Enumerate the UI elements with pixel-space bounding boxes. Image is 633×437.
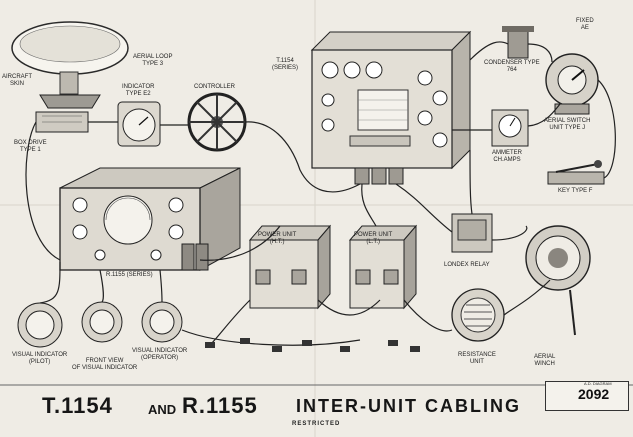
- label-t1154: T.1154(SERIES): [272, 58, 299, 71]
- plugs: [205, 338, 420, 352]
- title-r1155: R.1155: [182, 393, 258, 418]
- visual-indicator-operator: [141, 301, 183, 343]
- condenser-764: [502, 26, 534, 59]
- aerial-switch-unit: [545, 53, 599, 115]
- reference-number: 2092: [578, 386, 610, 402]
- reference-header: A.D. DIAGRAM: [584, 381, 612, 386]
- title-and: AND: [148, 402, 177, 417]
- title-t1154: T.1154: [42, 393, 113, 418]
- power-unit-lt: [348, 224, 418, 310]
- label-relay: LONDEX RELAY: [444, 262, 490, 268]
- title-inter-unit-cabling: INTER-UNIT CABLING: [296, 396, 521, 416]
- restricted-stamp: RESTRICTED: [292, 421, 341, 427]
- aerial-winch: [525, 225, 591, 336]
- londex-relay: [451, 213, 493, 253]
- resistance-unit: [451, 288, 505, 342]
- reference-box: [545, 381, 629, 411]
- visual-indicator-pilot: [17, 302, 63, 348]
- receiver-r1155: [59, 167, 241, 271]
- label-power-lt: POWER UNIT(L.T.): [354, 232, 393, 245]
- cables: [25, 41, 616, 346]
- label-key: KEY TYPE F: [558, 188, 593, 194]
- label-visual-operator: VISUAL INDICATOR(OPERATOR): [132, 348, 188, 361]
- controller-wheel: [187, 92, 247, 152]
- label-visual-pilot: VISUAL INDICATOR(PILOT): [12, 352, 68, 365]
- indicator-e2: [117, 101, 161, 147]
- transmitter-t1154: [310, 30, 472, 185]
- morse-key: [547, 160, 605, 185]
- ammeter: [491, 109, 529, 147]
- label-r1155: R.1155 (SERIES): [106, 272, 153, 278]
- label-power-ht: POWER UNIT(H.T.): [258, 232, 297, 245]
- visual-indicator-front: [81, 301, 123, 343]
- label-controller: CONTROLLER: [194, 84, 236, 90]
- aerial-loop: [11, 21, 129, 133]
